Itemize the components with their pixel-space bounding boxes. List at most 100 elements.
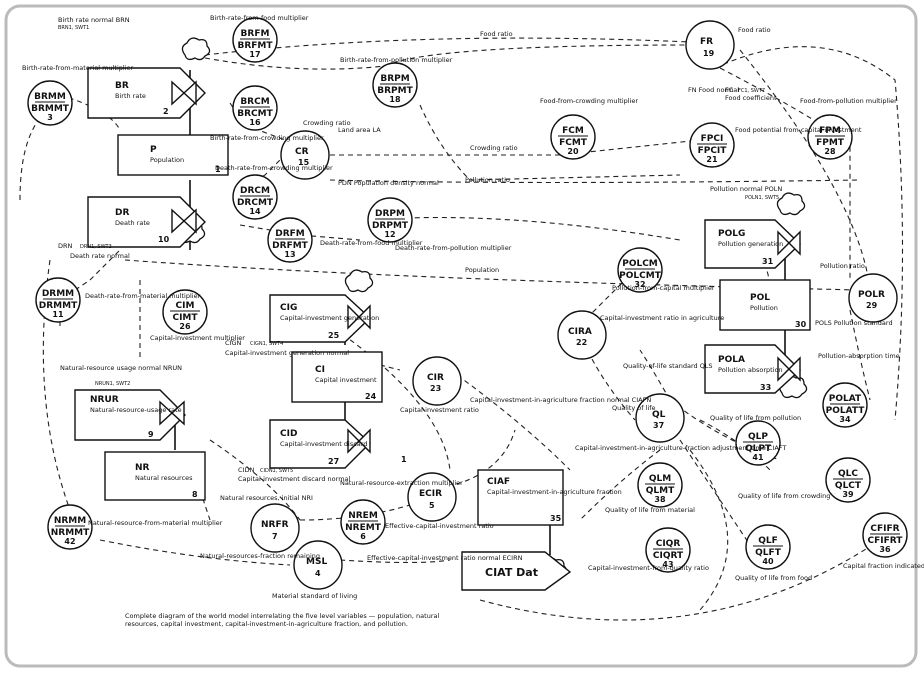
- label-drn-desc: Death rate normal: [70, 252, 130, 260]
- multiplier-top: BRCM: [240, 97, 269, 107]
- label-cign-desc: Capital-investment generation normal: [225, 349, 349, 357]
- level-nr: NR Natural resources 8: [104, 451, 206, 501]
- label-nrun-sub: NRUN1, SWT2: [95, 381, 130, 387]
- label-nrem: Natural-resource-extraction multiplier: [340, 479, 463, 487]
- label-land-area: Land area LA: [338, 126, 381, 134]
- multiplier-top: BRMM: [34, 92, 66, 102]
- multiplier-top: FPCI: [701, 134, 724, 144]
- pol-name: Pollution: [750, 304, 778, 312]
- label-pols: POLS Pollution standard: [815, 319, 893, 327]
- label-cidn-sub: CIDN1, SWT5: [260, 468, 293, 474]
- label-ciafn: Capital-investment-in-agriculture fracti…: [470, 396, 651, 404]
- multiplier-number: 21: [706, 155, 718, 164]
- multiplier-number: 17: [249, 50, 260, 59]
- pol-number: 30: [795, 320, 807, 329]
- label-nrfr: Natural-resources-fraction remaining: [200, 552, 320, 560]
- rate-dr: DR Death rate 10: [87, 196, 206, 248]
- label-polcm: Pollution-from-capital multiplier: [612, 284, 715, 292]
- ciaf-number: 35: [550, 514, 562, 523]
- label-ql: Quality of life: [612, 404, 656, 412]
- label-drpm: Death-rate-from-pollution multiplier: [395, 244, 512, 252]
- dr-number: 10: [158, 235, 170, 244]
- label-fcm: Food-from-crowding multiplier: [540, 97, 638, 105]
- nr-number: 8: [192, 490, 198, 499]
- multiplier-number: 18: [389, 95, 401, 104]
- cir-number: 23: [430, 384, 441, 393]
- multiplier-top: QLM: [649, 474, 671, 484]
- multiplier-bottom: CIMT: [172, 313, 198, 323]
- multiplier-bottom: FCMT: [559, 138, 588, 148]
- rate-cig: CIG Capital-investment generation 25: [269, 294, 379, 343]
- multiplier-number: 12: [384, 230, 395, 239]
- label-polat: Pollution-absorption time: [818, 352, 900, 360]
- nrur-abbrev: NRUR: [90, 395, 119, 405]
- circle-polr: POLR 29: [848, 273, 898, 323]
- annotations: Birth rate normal BRN BRN1, SWT1 Birth-r…: [22, 14, 924, 600]
- polr-number: 29: [866, 301, 878, 310]
- label-food-ratio-line: Food ratio: [480, 30, 513, 38]
- p-number: 1: [215, 165, 221, 174]
- multiplier-bottom: FPMT: [816, 138, 845, 148]
- label-crowding: Crowding ratio: [303, 119, 351, 127]
- cloud-cig: [344, 269, 374, 293]
- rate-nrur: NRUR Natural-resource-usage rate 9: [74, 389, 186, 441]
- multiplier-top: CIM: [176, 301, 195, 311]
- polr-abbrev: POLR: [858, 290, 885, 300]
- cig-abbrev: CIG: [280, 303, 297, 313]
- circle-cira: CIRA 22: [557, 310, 607, 360]
- multiplier-bottom: FPCIT: [698, 146, 728, 156]
- multiplier-top: QLP: [748, 432, 768, 442]
- multiplier-number: 34: [839, 415, 851, 424]
- ql-abbrev: QL: [652, 410, 666, 420]
- label-brmm: Birth-rate-from-material multiplier: [22, 64, 134, 72]
- label-cir: Capital-investment ratio: [400, 406, 479, 414]
- label-cign-sub: CIGN1, SWT4: [250, 341, 283, 347]
- circle-cr: CR 15: [280, 130, 330, 180]
- label-drmm: Death-rate-from-material multiplier: [85, 292, 201, 300]
- label-cign: CIGN: [225, 339, 241, 347]
- nr-abbrev: NR: [135, 463, 150, 473]
- multiplier-number: 3: [47, 113, 53, 122]
- label-fpm: Food-from-pollution multiplier: [800, 97, 897, 105]
- ci-number: 24: [365, 392, 377, 401]
- label-ecir: Effective-capital-investment ratio: [385, 522, 494, 530]
- ci-abbrev: CI: [315, 365, 325, 375]
- fr-abbrev: FR: [700, 37, 713, 47]
- pol-abbrev: POL: [750, 293, 770, 303]
- level-p: P Population 1: [117, 134, 229, 176]
- label-qls: Quality-of-life standard QLS: [623, 362, 713, 370]
- label-fpci: Food potential from capital investment: [735, 126, 862, 134]
- br-abbrev: BR: [115, 81, 129, 91]
- multiplier-top: QLF: [758, 536, 778, 546]
- multiplier-top: DRFM: [275, 229, 305, 239]
- rate-cid: CID Capital-investment discard 27: [269, 419, 372, 469]
- multiplier-number: 6: [360, 532, 366, 541]
- multiplier-bottom: QLPT: [745, 444, 772, 454]
- label-qlp: Quality of life from pollution: [710, 414, 801, 422]
- multiplier-number: 42: [64, 537, 75, 546]
- multiplier-top: DRCM: [240, 186, 270, 196]
- ciat-label: CIAT Dat: [485, 566, 538, 579]
- cid-number: 27: [328, 457, 339, 466]
- label-brpm: Birth-rate-from-pollution multiplier: [340, 56, 453, 64]
- label-food-ratio: Food ratio: [738, 26, 771, 34]
- label-brn: Birth rate normal BRN: [58, 16, 130, 24]
- label-fc: FC: [725, 86, 734, 94]
- nrfr-abbrev: NRFR: [261, 520, 289, 530]
- label-ciqr: Capital-investment-from-quality ratio: [588, 564, 709, 572]
- label-brn-sub: BRN1, SWT1: [58, 25, 89, 31]
- nr-name: Natural resources: [135, 474, 193, 482]
- multiplier-top: NRMM: [54, 516, 86, 526]
- label-drfm: Death-rate-from-food multiplier: [320, 239, 423, 247]
- rate-polg: POLG Pollution generation 31: [704, 219, 802, 269]
- ciaf-name: Capital-investment-in-agriculture fracti…: [487, 488, 622, 496]
- label-fn: FN Food normal: [688, 86, 739, 94]
- label-fc-sub: FC1, SWT7: [738, 88, 765, 94]
- circle-nrfr: NRFR 7: [250, 503, 300, 553]
